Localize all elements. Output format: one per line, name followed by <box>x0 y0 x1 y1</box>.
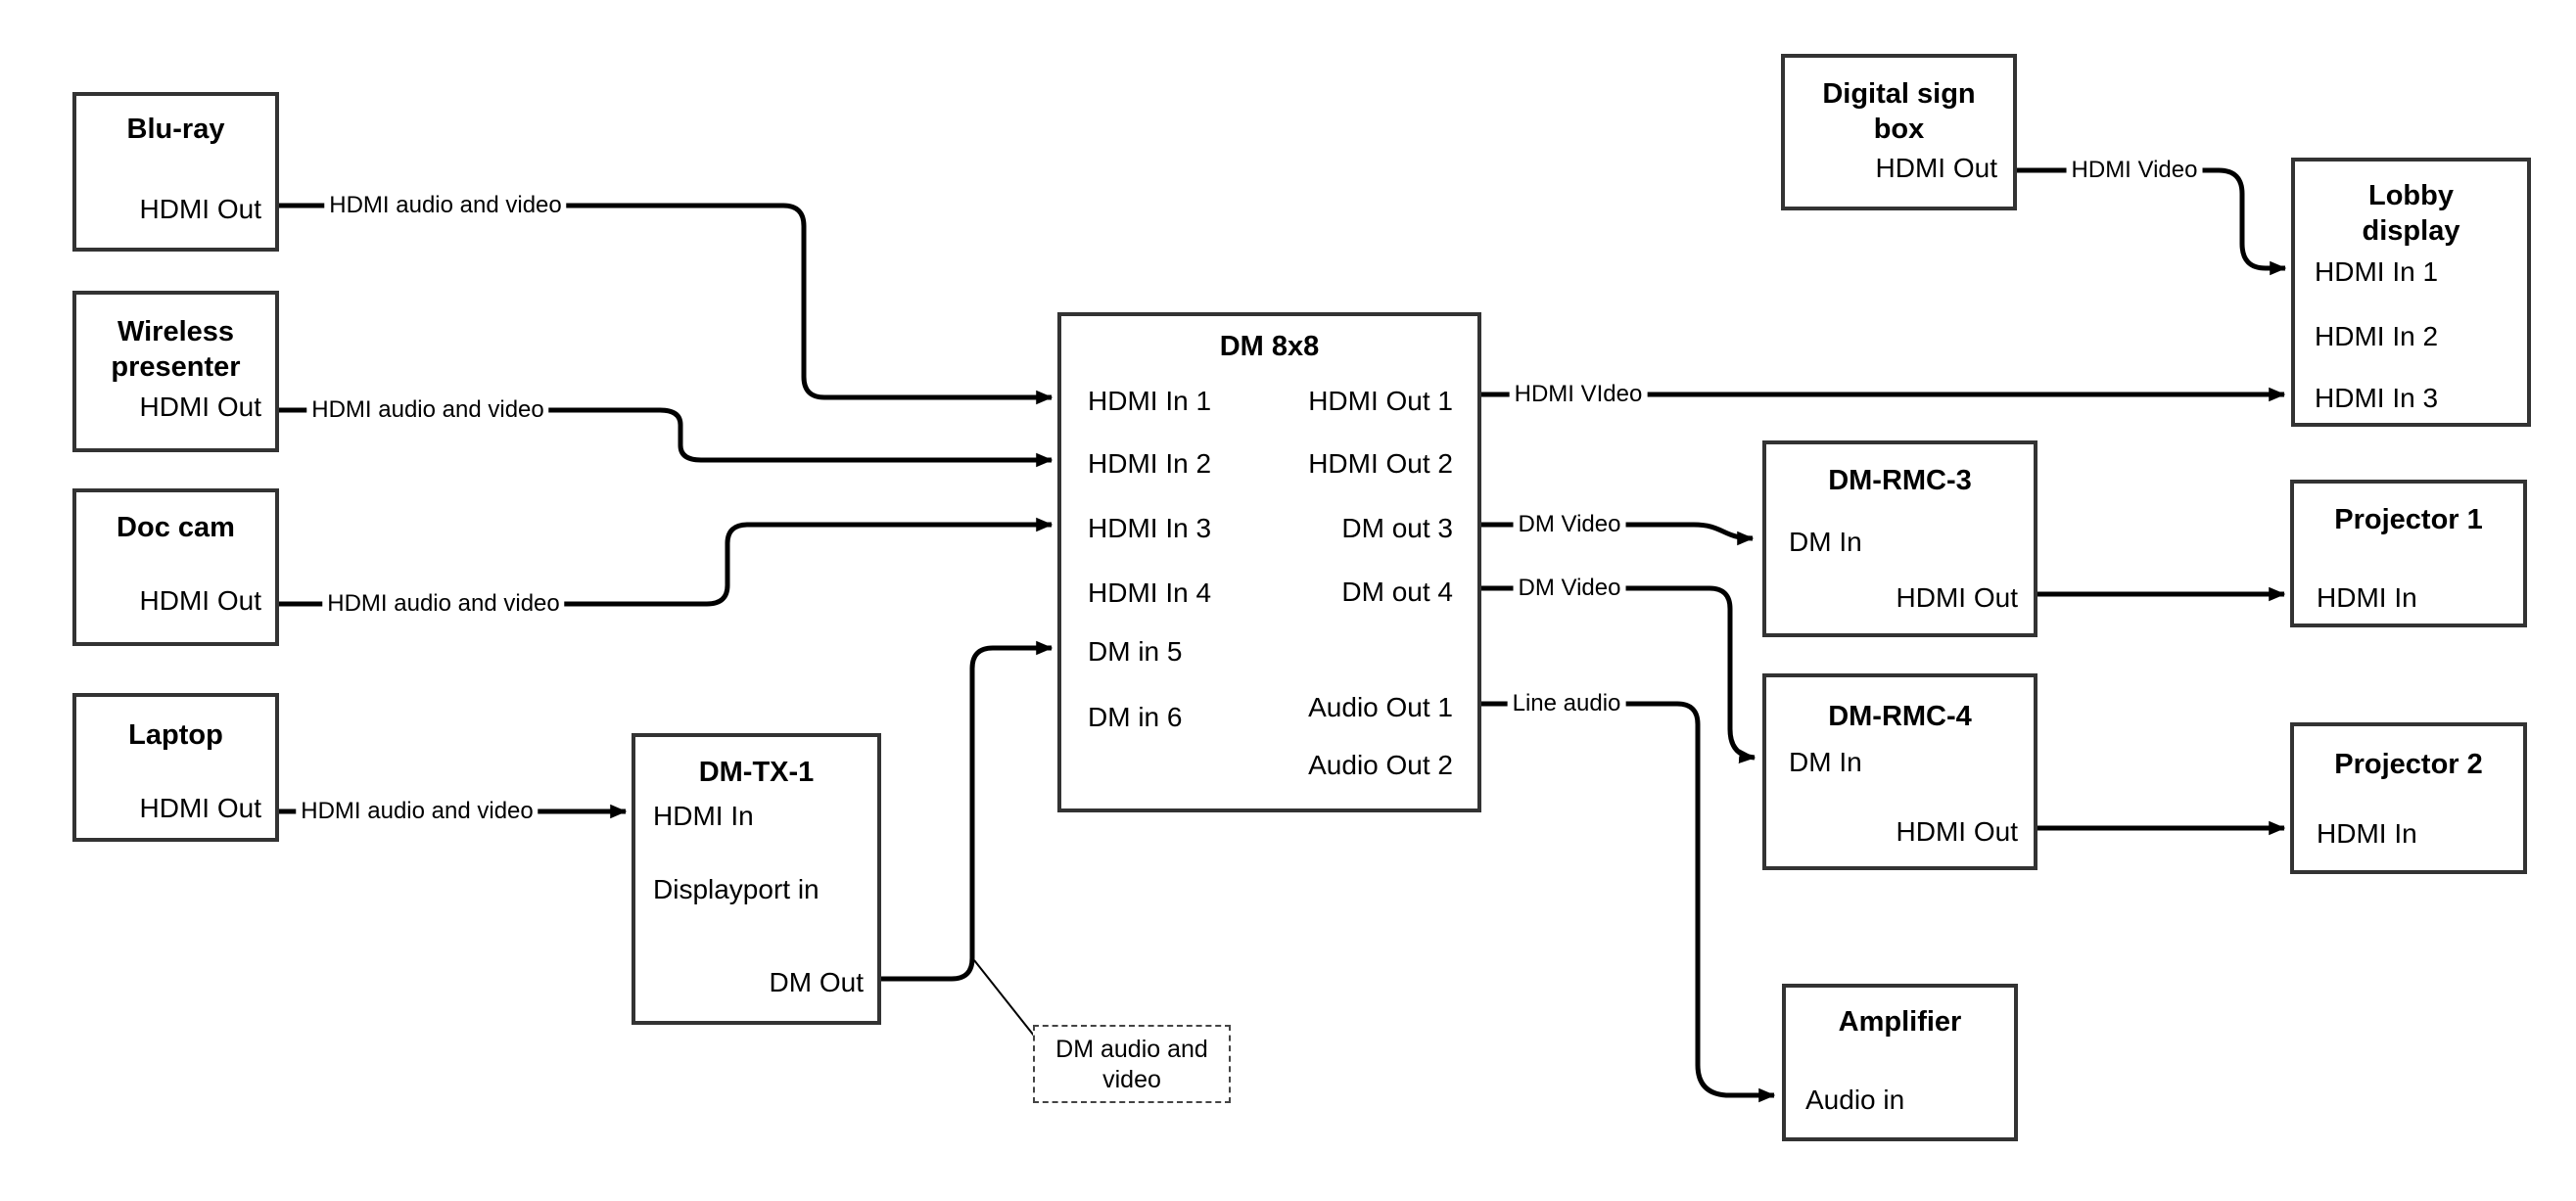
node-title: Blu-ray <box>126 114 225 145</box>
port-hdmi-out: HDMI Out <box>139 392 261 422</box>
callout-leader-line <box>973 959 1035 1037</box>
port-hdmi-in-2: HDMI In 2 <box>2315 321 2439 351</box>
node-title: Digital sign box <box>1822 78 1976 145</box>
port-hdmi-in: HDMI In <box>653 801 754 831</box>
wire-label-hdmi-audio-video-2: HDMI audio and video <box>306 396 549 424</box>
wire-label-dm-video-1: DM Video <box>1513 511 1626 538</box>
node-projector-1[interactable]: Projector 1 HDMI In <box>2290 480 2527 627</box>
port-hdmi-in-2: HDMI In 2 <box>1088 448 1212 479</box>
port-hdmi-out: HDMI Out <box>139 194 261 224</box>
wire-label-dm-video-2: DM Video <box>1513 575 1626 602</box>
node-title: DM 8x8 <box>1219 331 1320 362</box>
wire-label-line-audio: Line audio <box>1507 690 1626 717</box>
wire-dm8x8-out4-to-dmrmc4[interactable] <box>1481 585 1756 763</box>
port-hdmi-in-3: HDMI In 3 <box>1088 513 1212 543</box>
wire-label-hdmi-audio-video-1: HDMI audio and video <box>324 192 567 219</box>
wire-wireless-to-dm8x8-in2[interactable] <box>279 407 1054 468</box>
wire-bluray-to-dm8x8-in1[interactable] <box>279 203 1054 405</box>
port-dm-out-3: DM out 3 <box>1341 513 1453 543</box>
node-title: Projector 1 <box>2334 504 2483 535</box>
node-title: Wireless presenter <box>111 316 241 383</box>
callout-dm-audio-video[interactable]: DM audio and video <box>1033 1025 1231 1103</box>
port-hdmi-out-1: HDMI Out 1 <box>1308 386 1453 416</box>
port-dm-out: DM Out <box>769 967 864 997</box>
node-title: Doc cam <box>117 512 235 543</box>
node-digital-sign-box[interactable]: Digital sign box HDMI Out <box>1781 54 2017 210</box>
node-title: Amplifier <box>1838 1006 1962 1038</box>
node-wireless-presenter[interactable]: Wireless presenter HDMI Out <box>72 291 279 452</box>
port-hdmi-in: HDMI In <box>2317 582 2417 613</box>
callout-text: DM audio and video <box>1055 1036 1208 1093</box>
wire-digisign-to-lobby-in1[interactable] <box>2017 167 2287 276</box>
node-title: Lobby display <box>2362 180 2460 247</box>
port-hdmi-in-3: HDMI In 3 <box>2315 383 2439 413</box>
node-dm-rmc-4[interactable]: DM-RMC-4 DM In HDMI Out <box>1762 673 2037 870</box>
port-audio-out-2: Audio Out 2 <box>1308 750 1453 780</box>
port-audio-out-1: Audio Out 1 <box>1308 692 1453 722</box>
port-hdmi-out: HDMI Out <box>1896 582 2018 613</box>
node-doc-cam[interactable]: Doc cam HDMI Out <box>72 488 279 646</box>
port-hdmi-out: HDMI Out <box>139 793 261 823</box>
node-title: Laptop <box>128 719 223 751</box>
port-hdmi-in-4: HDMI In 4 <box>1088 577 1212 608</box>
port-hdmi-in-1: HDMI In 1 <box>2315 256 2439 287</box>
port-hdmi-in-1: HDMI In 1 <box>1088 386 1212 416</box>
node-title: DM-RMC-3 <box>1828 465 1972 496</box>
port-dm-in-5: DM in 5 <box>1088 636 1183 667</box>
wire-label-hdmi-audio-video-3: HDMI audio and video <box>322 590 565 618</box>
node-dm-tx-1[interactable]: DM-TX-1 HDMI In Displayport in DM Out <box>632 733 881 1025</box>
wire-label-hdmi-video-digisign: HDMI Video <box>2066 157 2203 184</box>
port-hdmi-out: HDMI Out <box>1875 153 1997 183</box>
port-hdmi-out: HDMI Out <box>139 585 261 616</box>
port-displayport-in: Displayport in <box>653 874 820 904</box>
node-laptop[interactable]: Laptop HDMI Out <box>72 693 279 842</box>
port-dm-in-6: DM in 6 <box>1088 702 1183 732</box>
node-title: DM-RMC-4 <box>1828 701 1972 732</box>
wire-dm8x8-out3-to-dmrmc3[interactable] <box>1481 522 1755 546</box>
port-hdmi-out-2: HDMI Out 2 <box>1308 448 1453 479</box>
port-dm-out-4: DM out 4 <box>1341 577 1453 607</box>
node-projector-2[interactable]: Projector 2 HDMI In <box>2290 722 2527 874</box>
wire-label-hdmi-video-lobby: HDMI VIdeo <box>1509 381 1648 408</box>
port-dm-in: DM In <box>1789 527 1862 557</box>
node-dm-rmc-3[interactable]: DM-RMC-3 DM In HDMI Out <box>1762 440 2037 637</box>
wire-dm8x8-audio1-to-amp[interactable] <box>1481 701 1776 1103</box>
node-title: Projector 2 <box>2334 749 2483 780</box>
node-amplifier[interactable]: Amplifier Audio in <box>1782 984 2018 1141</box>
port-dm-in: DM In <box>1789 747 1862 777</box>
wire-dmtx1-to-dm8x8-in5[interactable] <box>881 640 1054 982</box>
wire-doccam-to-dm8x8-in3[interactable] <box>279 517 1054 607</box>
node-lobby-display[interactable]: Lobby display HDMI In 1 HDMI In 2 HDMI I… <box>2291 158 2531 427</box>
node-dm-8x8[interactable]: DM 8x8 HDMI In 1 HDMI In 2 HDMI In 3 HDM… <box>1057 312 1481 812</box>
port-hdmi-out: HDMI Out <box>1896 816 2018 847</box>
port-hdmi-in: HDMI In <box>2317 818 2417 849</box>
port-audio-in: Audio in <box>1805 1085 1905 1115</box>
node-title: DM-TX-1 <box>698 757 815 788</box>
wire-label-hdmi-audio-video-4: HDMI audio and video <box>296 798 539 825</box>
node-blu-ray[interactable]: Blu-ray HDMI Out <box>72 92 279 252</box>
